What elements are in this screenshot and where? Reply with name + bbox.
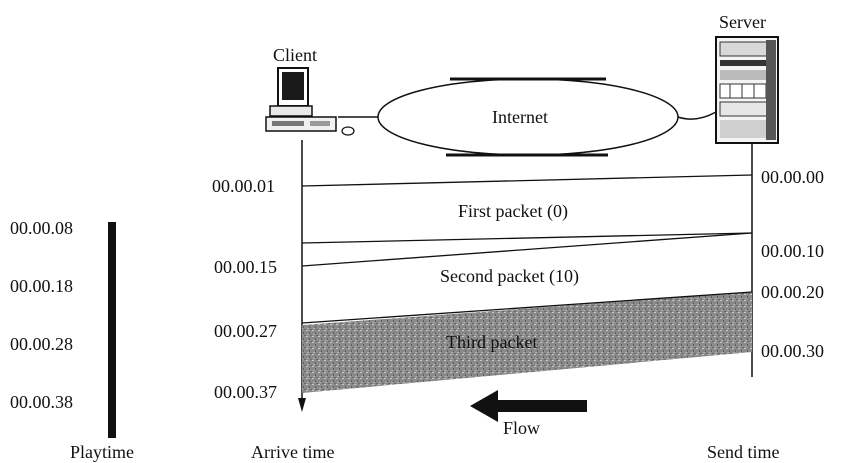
playtime-tick: 00.00.08 xyxy=(10,218,73,238)
arrive-tick: 00.00.27 xyxy=(214,321,277,341)
third-packet-label: Third packet xyxy=(446,332,537,352)
flow-arrow-icon xyxy=(470,390,587,422)
playtime-bar xyxy=(108,222,116,438)
first-packet-bottom-line xyxy=(301,232,753,244)
internet-label: Internet xyxy=(492,107,548,127)
first-packet-label: First packet (0) xyxy=(458,201,568,222)
send-tick: 00.00.00 xyxy=(761,167,824,187)
client-computer-icon xyxy=(265,67,355,136)
send-tick: 00.00.30 xyxy=(761,341,824,361)
client-label: Client xyxy=(273,45,317,65)
playtime-label: Playtime xyxy=(70,442,134,462)
server-rack-icon xyxy=(715,36,779,144)
second-packet-bottom-line xyxy=(301,291,753,324)
second-packet-top-line xyxy=(301,232,753,267)
send-time-label: Send time xyxy=(707,442,780,462)
third-packet-band xyxy=(302,292,752,393)
playtime-tick: 00.00.28 xyxy=(10,334,73,354)
client-timeline-arrowhead xyxy=(298,398,306,412)
flow-label: Flow xyxy=(503,418,540,438)
playtime-tick: 00.00.38 xyxy=(10,392,73,412)
server-link-line xyxy=(677,111,717,120)
send-tick: 00.00.20 xyxy=(761,282,824,302)
first-packet-top-line xyxy=(301,174,753,187)
playtime-tick: 00.00.18 xyxy=(10,276,73,296)
server-label: Server xyxy=(719,12,766,32)
arrive-tick: 00.00.01 xyxy=(212,176,275,196)
arrive-tick: 00.00.37 xyxy=(214,382,277,402)
arrive-time-label: Arrive time xyxy=(251,442,334,462)
second-packet-label: Second packet (10) xyxy=(440,266,579,287)
send-tick: 00.00.10 xyxy=(761,241,824,261)
arrive-tick: 00.00.15 xyxy=(214,257,277,277)
